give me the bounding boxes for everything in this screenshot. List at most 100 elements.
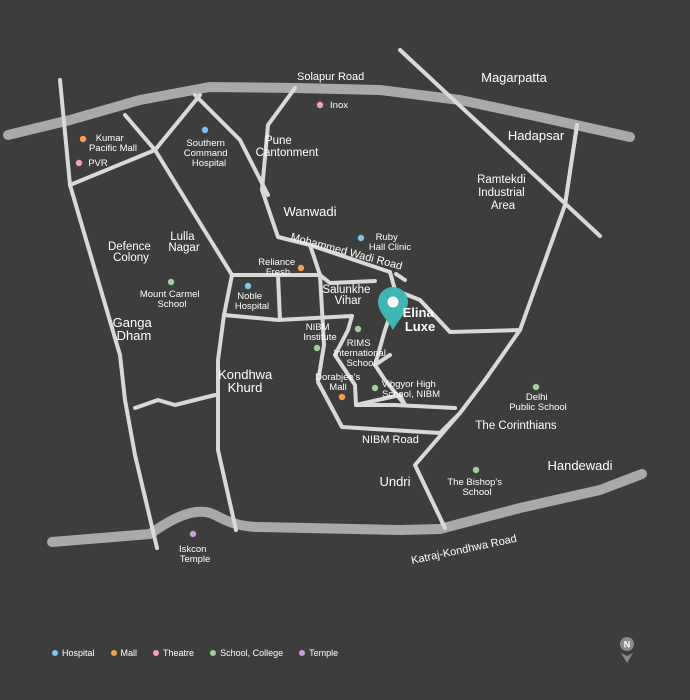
legend-dot-hospital [52,650,58,656]
map-legend: Hospital Mall Theatre School, College Te… [52,648,338,658]
legend-item-temple: Temple [299,648,338,658]
road [193,93,270,197]
road [58,78,202,187]
nibm-road-label: NIBM Road [362,434,419,446]
poi-the-bishops-school: The Bishop's School [447,466,504,498]
legend-item-hospital: Hospital [52,648,95,658]
poi-label: Reliance Fresh [258,257,298,278]
poi-rims-international-school: RIMS International School [334,325,389,369]
project-label: Elina Luxe [403,305,438,334]
poi-southern-command-hospital: Southern Command Hospital [184,126,230,169]
road [318,273,377,285]
poi-dot [316,101,324,109]
undri-label: Undri [379,474,410,489]
road [68,183,159,550]
road [133,393,217,410]
legend-item-theatre: Theatre [153,648,194,658]
poi-inox: Inox [316,100,348,111]
project-marker[interactable]: Elina Luxe [378,287,437,334]
poi-label: Noble Hospital [235,291,269,312]
poi-label: The Bishop's School [447,477,504,498]
poi-nibm-institute: NIBM Institute [303,322,337,352]
handewadi-label: Handewadi [547,458,612,473]
legend-dot-theatre [153,650,160,656]
poi-dot [371,384,379,392]
ganga-dham-label: Ganga Dham [113,315,156,343]
poi-delhi-public-school: Delhi Public School [509,383,567,413]
legend-label: School, College [220,648,284,658]
poi-dot [167,278,175,286]
kondhwa-khurd-label: Kondhwa Khurd [218,367,276,395]
legend-dot-temple [299,650,306,656]
poi-dot [201,126,209,134]
poi-ruby-hall-clinic: Ruby Hall Clinic [357,232,411,253]
poi-dot [338,393,346,401]
road [123,113,157,152]
poi-label: RIMS International School [334,338,389,369]
road [333,314,457,410]
katraj-kondhwa-road-label: Katraj-Kondhwa Road [410,533,518,567]
poi-mount-carmel-school: Mount Carmel School [140,278,202,310]
compass-label: N [624,640,631,650]
poi-label: NIBM Institute [303,322,336,343]
salunkhe-vihar-label: Salunkhe Vihar [322,284,373,307]
poi-label: Inox [330,100,348,111]
wanwadi-label: Wanwadi [284,204,337,219]
poi-label: PVR [88,158,108,169]
poi-label: Iskcon Temple [179,544,210,565]
legend-label: Hospital [62,648,95,658]
poi-dot [189,530,197,538]
poi-label: Southern Command Hospital [184,138,230,169]
legend-item-mall: Mall [110,648,138,658]
poi-label: Dorabjee's Mall [315,372,363,393]
the-corinthians-label: The Corinthians [475,420,556,432]
poi-dorabjees-mall: Dorabjee's Mall [315,372,363,401]
legend-dot-school [210,650,217,656]
road [373,353,392,367]
poi-dot [354,325,362,333]
poi-iskcon-temple: Iskcon Temple [179,530,210,565]
road [216,273,238,532]
poi-pvr: PVR [75,158,108,169]
defence-colony-label: Defence Colony [108,241,154,264]
poi-dot [472,466,480,474]
poi-vibgyor-high-school: Vibgyor High School, NIBM [371,379,441,400]
poi-label: Kumar Pacific Mall [89,133,137,154]
poi-label: Mount Carmel School [140,289,202,310]
road [276,273,282,322]
north-arrow-icon: N [620,637,634,663]
road [222,313,354,322]
road [153,148,234,277]
road [563,123,579,207]
katraj-kondhwa-road-line [47,469,647,547]
magarpatta-label: Magarpatta [481,70,548,85]
legend-label: Theatre [163,648,195,658]
poi-dot [357,234,365,242]
poi-dot [532,383,540,391]
pune-cantonment-label: Pune Cantonment [256,135,319,159]
poi-kumar-pacific-mall: Kumar Pacific Mall [79,133,137,154]
road [260,86,522,334]
legend-item-school: School, College [210,648,283,658]
poi-dot [313,344,321,352]
hadapsar-label: Hadapsar [508,128,565,143]
solapur-road-label: Solapur Road [297,71,364,83]
legend-dot-mall [110,650,117,656]
lulla-nagar-label: Lulla Nagar [168,231,199,254]
road [394,272,407,282]
poi-label: Ruby Hall Clinic [369,232,411,253]
ramtekdi-label: Ramtekdi Industrial Area [477,174,529,212]
poi-dot [297,264,305,272]
road [316,273,462,435]
poi-reliance-fresh: Reliance Fresh [258,257,305,278]
legend-label: Temple [309,648,339,658]
poi-label: Delhi Public School [509,392,567,413]
poi-dot [244,282,252,290]
poi-dot [79,135,87,143]
poi-label: Vibgyor High School, NIBM [382,379,441,400]
poi-noble-hospital: Noble Hospital [235,282,269,312]
legend-label: Mall [120,648,138,658]
poi-dot [75,159,83,167]
location-pin-icon [378,287,408,330]
